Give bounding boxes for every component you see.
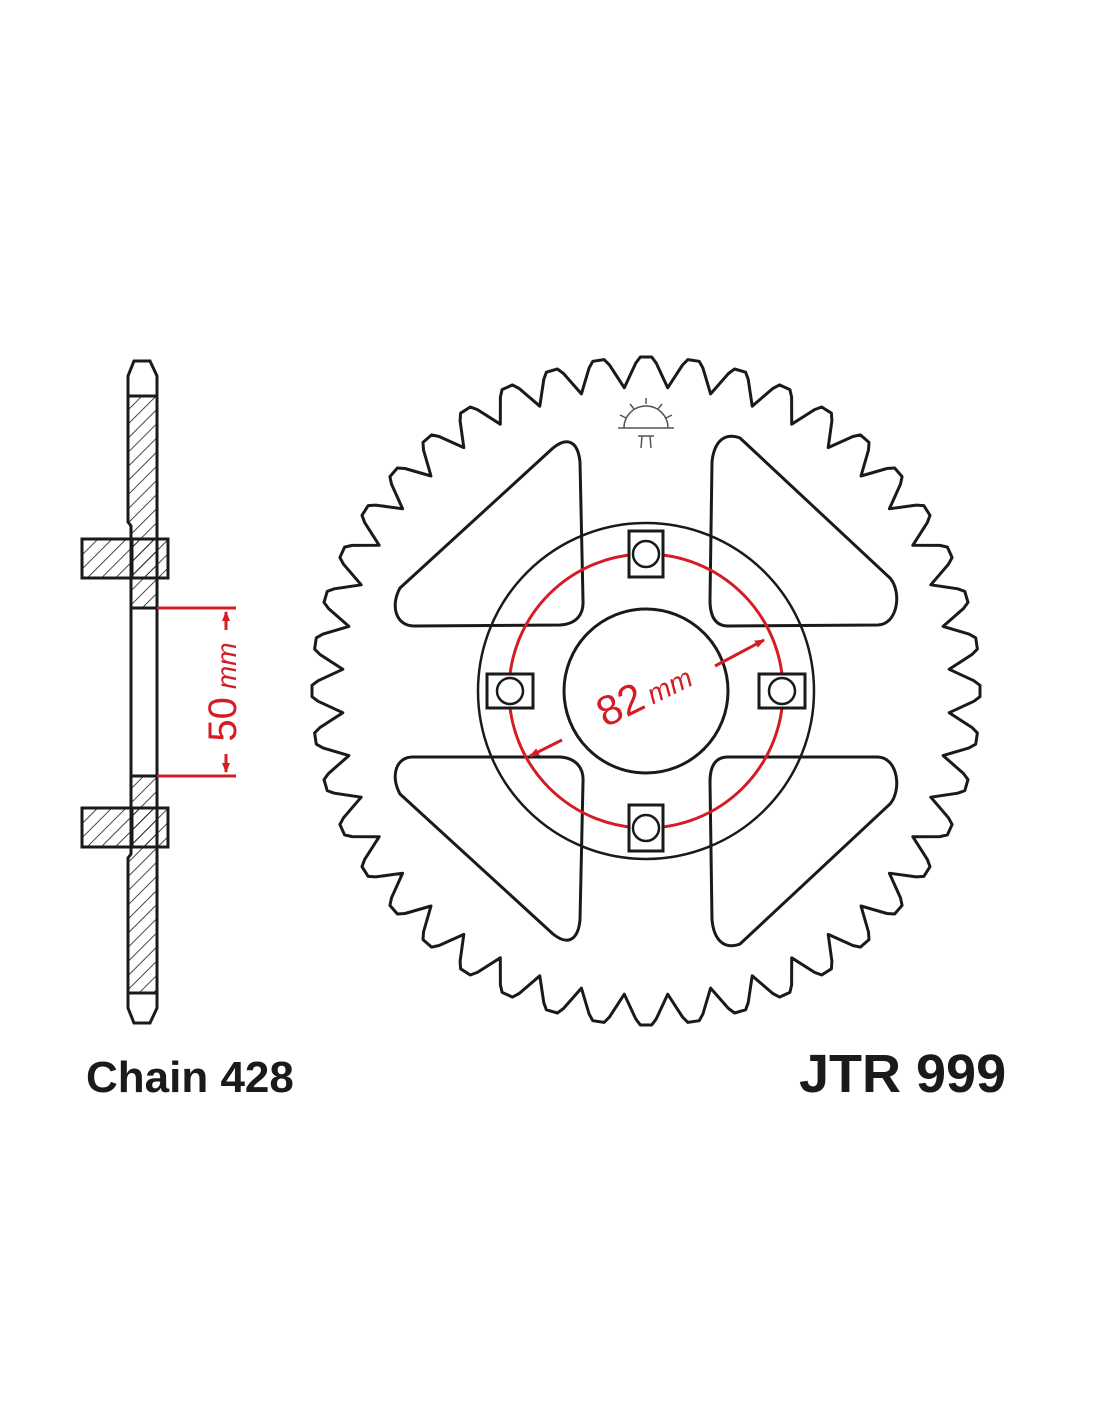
bolt-hole-bottom bbox=[627, 803, 665, 853]
sunrise-logo-icon bbox=[618, 398, 674, 449]
side-spacer-lower bbox=[80, 806, 134, 849]
bolt-hole-left bbox=[485, 672, 535, 710]
side-tooth-tip-top bbox=[126, 359, 159, 398]
side-profile-view: 50mm bbox=[80, 359, 245, 1025]
hub-ring bbox=[476, 521, 816, 861]
side-bolt-head-upper bbox=[130, 537, 170, 580]
sprocket-front-view: 82mm bbox=[310, 355, 982, 1027]
cutout-top-right bbox=[708, 434, 899, 628]
offset-dimension: 50mm bbox=[157, 606, 245, 778]
cutout-bottom-right bbox=[708, 755, 899, 948]
center-bore bbox=[562, 607, 730, 775]
bolt-hole-top bbox=[627, 529, 665, 579]
side-bolt-head-lower bbox=[130, 806, 170, 849]
side-spacer-upper bbox=[80, 537, 134, 580]
bolt-hole-right bbox=[757, 672, 807, 710]
offset-dimension-label: 50mm bbox=[201, 642, 245, 741]
cutout-bottom-left bbox=[393, 755, 585, 942]
cutout-top-left bbox=[393, 440, 585, 628]
side-tooth-tip-bottom bbox=[126, 991, 159, 1025]
part-number-label: JTR 999 bbox=[799, 1044, 1006, 1104]
side-bore bbox=[129, 606, 159, 778]
chain-size-label: Chain 428 bbox=[86, 1053, 294, 1102]
